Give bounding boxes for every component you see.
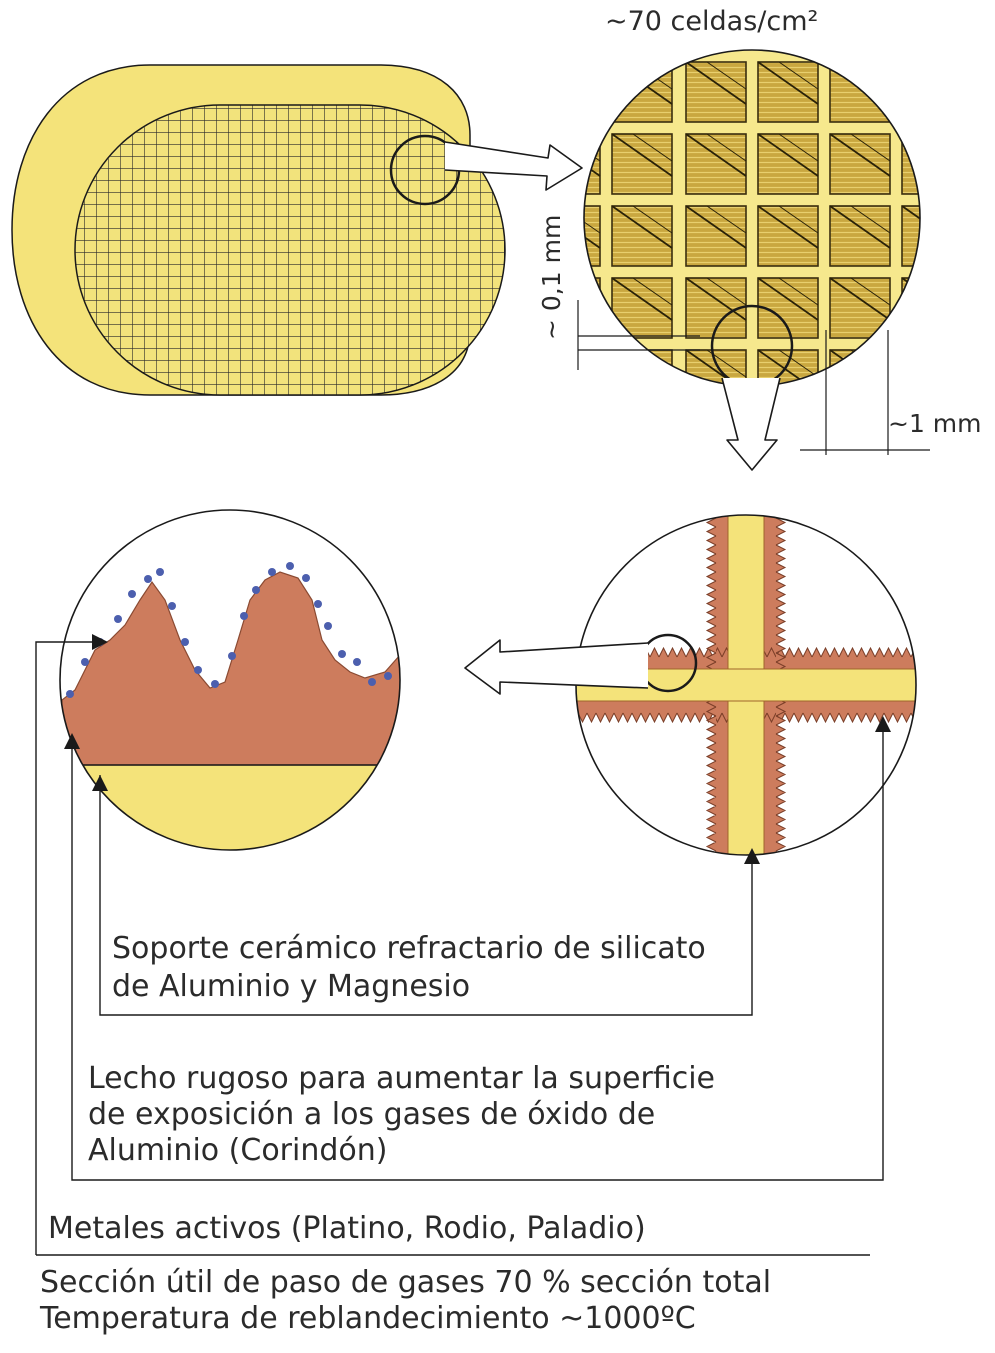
metal-dot	[368, 678, 376, 686]
label-active-metals: Metales activos (Platino, Rodio, Paladio…	[48, 1211, 646, 1246]
metal-dot	[324, 622, 332, 630]
cell	[829, 349, 891, 386]
metal-dot	[128, 590, 136, 598]
label-ceramic-support-line2: de Aluminio y Magnesio	[112, 969, 471, 1004]
cell	[584, 61, 601, 123]
metal-dot	[314, 600, 322, 608]
label-cells-per-cm2: ~70 celdas/cm²	[605, 6, 819, 37]
cell	[611, 205, 673, 267]
wall-cross	[576, 515, 916, 855]
cell	[829, 133, 891, 195]
metal-dot	[144, 575, 152, 583]
cell	[685, 133, 747, 195]
monolith-body	[11, 64, 506, 396]
label-wall-thickness: ~ 0,1 mm	[537, 214, 566, 340]
cell	[584, 349, 601, 386]
metal-dot	[302, 574, 310, 582]
label-rough-bed-line1: Lecho rugoso para aumentar la superficie	[88, 1061, 716, 1096]
arrow-down	[721, 377, 781, 471]
metal-dot	[353, 658, 361, 666]
cell-grid-zoom	[583, 49, 921, 388]
metal-dot	[114, 615, 122, 623]
arrow-left	[464, 639, 649, 695]
surface-profile-zoom	[59, 509, 401, 851]
cell	[829, 277, 891, 339]
cell	[685, 205, 747, 267]
cell	[901, 61, 920, 123]
metal-dot	[228, 652, 236, 660]
dimension-lines	[577, 300, 930, 455]
cell	[901, 349, 920, 386]
metal-dot	[181, 638, 189, 646]
leader-arrowheads	[64, 634, 891, 864]
cell	[829, 205, 891, 267]
footer-gas-section: Sección útil de paso de gases 70 % secci…	[40, 1265, 772, 1300]
wall-cross-zoom	[575, 514, 917, 856]
cell	[685, 61, 747, 123]
metal-dot	[211, 680, 219, 688]
cell	[611, 277, 673, 339]
cell	[757, 205, 819, 267]
metal-dot	[156, 568, 164, 576]
metal-dot	[66, 690, 74, 698]
metal-dot	[268, 568, 276, 576]
metal-dot	[252, 586, 260, 594]
arrow-to-cell-zoom	[444, 141, 583, 191]
cell	[611, 349, 673, 386]
leader-lines	[35, 641, 884, 1256]
metal-dot	[338, 650, 346, 658]
metal-dot	[286, 562, 294, 570]
cell	[829, 61, 891, 123]
metal-dot	[384, 672, 392, 680]
label-ceramic-support-line1: Soporte cerámico refractario de silicato	[112, 931, 706, 966]
cell	[901, 277, 920, 339]
footer-softening-temp: Temperatura de reblandecimiento ~1000ºC	[40, 1301, 696, 1336]
cell	[611, 133, 673, 195]
cell	[757, 133, 819, 195]
label-cell-pitch: ~1 mm	[888, 409, 982, 438]
oxide-layer	[60, 571, 400, 766]
metal-dot	[81, 658, 89, 666]
metal-dot	[240, 612, 248, 620]
label-rough-bed-line2: de exposición a los gases de óxido de	[88, 1097, 656, 1132]
cell	[757, 61, 819, 123]
metal-dot	[194, 666, 202, 674]
metal-dot	[168, 602, 176, 610]
label-rough-bed-line3: Aluminio (Corindón)	[88, 1133, 388, 1168]
cell	[901, 205, 920, 267]
